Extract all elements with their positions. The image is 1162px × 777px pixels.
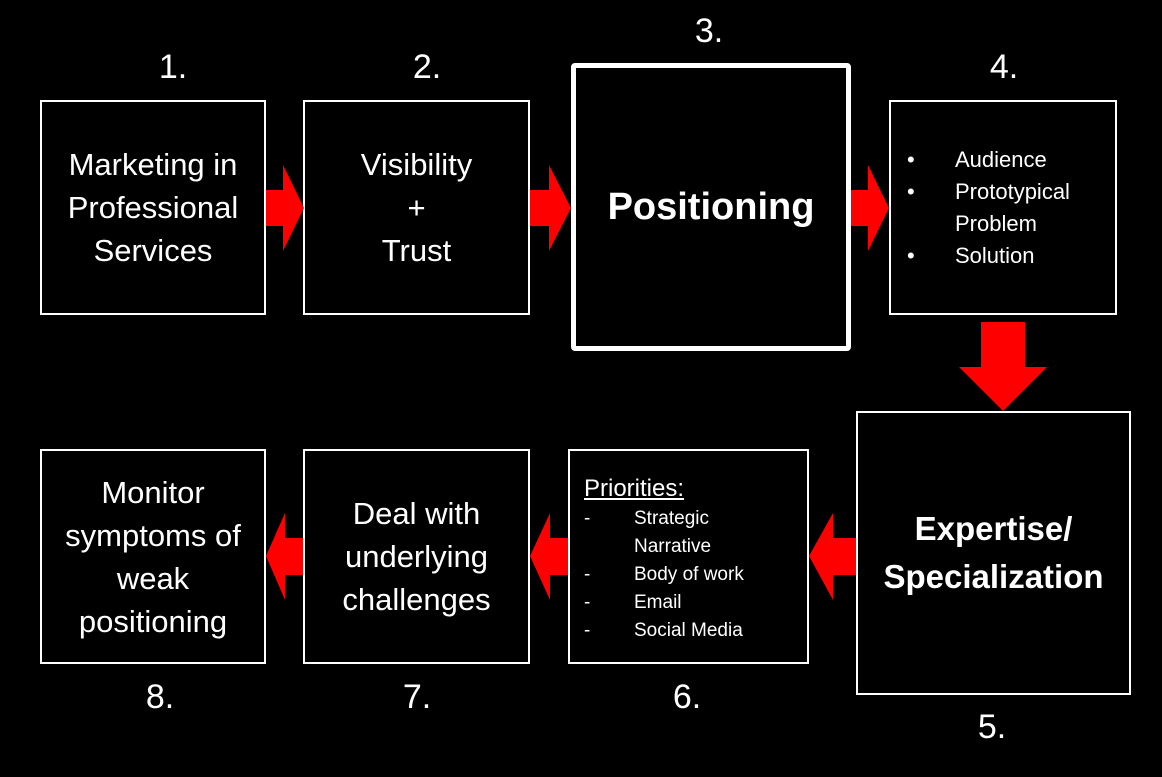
step-box-marketing: Marketing in Professional Services [40, 100, 266, 315]
arrow-1-to-2 [266, 165, 304, 251]
priorities-list: - Strategic Narrative - Body of work - Emai… [584, 505, 764, 645]
step-3-title: Positioning [607, 185, 815, 228]
step-box-monitor-symptoms: Monitor symptoms of weak positioning [40, 449, 266, 664]
step-number-2: 2. [412, 48, 442, 86]
list-item: • Prototypical Problem [907, 176, 1100, 240]
step-7-line-3: challenges [342, 582, 491, 617]
dash-marker: - [584, 564, 591, 585]
item-text: Body of work [634, 564, 744, 585]
step-5-line-2: Specialization [883, 558, 1104, 595]
list-item: • Audience [907, 144, 1100, 176]
bullet-text: Audience [955, 146, 1047, 172]
step-8-line-3: weak [116, 560, 190, 596]
step-1-line-1: Marketing in [68, 147, 238, 182]
bullet-text: Prototypical Problem [955, 178, 1070, 236]
step-1-line-2: Professional [67, 190, 239, 225]
step-2-line-1: Visibility [360, 147, 473, 182]
step-box-expertise: Expertise/ Specialization [856, 411, 1131, 695]
arrow-6-to-7 [530, 513, 568, 600]
bullet-marker: • [907, 178, 915, 204]
step-box-underlying-challenges: Deal with underlying challenges [303, 449, 530, 664]
step-number-5: 5. [977, 708, 1007, 746]
step-box-positioning-elements: • Audience • Prototypical Problem • Solutio… [889, 100, 1117, 315]
dash-marker: - [584, 592, 591, 613]
step-1-line-3: Services [93, 233, 213, 268]
step-number-3: 3. [694, 12, 724, 50]
item-text: Strategic Narrative [634, 508, 712, 557]
arrow-7-to-8 [266, 513, 303, 600]
step-7-line-1: Deal with [352, 496, 481, 531]
step-box-positioning: Positioning [571, 63, 851, 351]
step-2-line-3: Trust [381, 233, 452, 268]
step-8-line-4: positioning [78, 603, 228, 639]
list-item: - Strategic Narrative [584, 505, 764, 561]
step-2-line-2: + [407, 190, 426, 225]
step-7-line-2: underlying [344, 539, 489, 574]
step-number-1: 1. [158, 48, 188, 86]
dash-marker: - [584, 508, 591, 529]
arrow-5-to-6 [809, 513, 856, 600]
list-item: - Email [584, 589, 764, 617]
step-8-line-1: Monitor [101, 474, 205, 510]
item-text: Email [634, 592, 682, 613]
arrow-4-to-5 [959, 322, 1047, 411]
bullet-text: Solution [955, 242, 1035, 268]
dash-marker: - [584, 620, 591, 641]
positioning-elements-list: • Audience • Prototypical Problem • Solutio… [907, 144, 1100, 272]
step-box-priorities: Priorities: - Strategic Narrative - Body o… [568, 449, 809, 664]
step-8-line-2: symptoms of [65, 517, 241, 553]
arrow-2-to-3 [530, 165, 571, 251]
step-number-4: 4. [989, 48, 1019, 86]
item-text: Social Media [634, 620, 743, 641]
priorities-title: Priorities: [584, 475, 685, 502]
step-5-line-1: Expertise/ [914, 510, 1073, 547]
step-box-visibility-trust: Visibility + Trust [303, 100, 530, 315]
arrow-3-to-4 [851, 165, 889, 251]
list-item: • Solution [907, 240, 1100, 272]
list-item: - Social Media [584, 617, 764, 645]
step-number-7: 7. [402, 678, 432, 716]
bullet-marker: • [907, 242, 915, 268]
step-number-6: 6. [672, 678, 702, 716]
step-number-8: 8. [145, 678, 175, 716]
list-item: - Body of work [584, 561, 764, 589]
bullet-marker: • [907, 146, 915, 172]
